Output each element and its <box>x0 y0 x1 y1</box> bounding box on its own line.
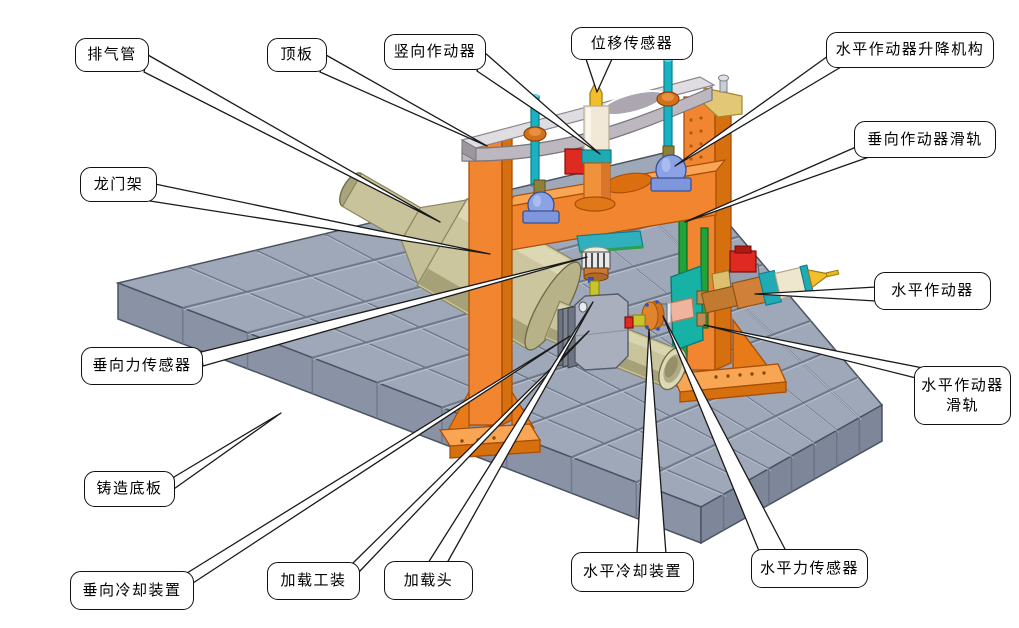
vertical-load-chain <box>557 230 644 371</box>
callout-vertical-force-sensor: 垂向力传感器 <box>81 347 203 385</box>
callout-cast-plate-label: 铸造底板 <box>96 479 163 498</box>
callout-exhaust-pipe: 排气管 <box>75 38 149 72</box>
plate-grid-line <box>635 375 859 484</box>
lift-mechanism-blocks <box>522 154 692 224</box>
callout-vertical-rail-label: 垂向作动器滑轨 <box>867 129 983 148</box>
leader-cast-plate <box>170 412 282 492</box>
callout-horizontal-force-sensor-label: 水平力传感器 <box>759 558 859 577</box>
plate-grid-line <box>186 265 725 496</box>
leader-lines <box>143 51 929 584</box>
horizontal-load-chain <box>624 297 695 331</box>
loading-fixture-plate <box>574 293 629 371</box>
callout-gantry: 龙门架 <box>80 167 157 202</box>
plate-grid-line <box>326 235 772 472</box>
callout-vertical-rail: 垂向作动器滑轨 <box>854 121 996 158</box>
callout-lift-mechanism: 水平作动器升降机构 <box>826 32 994 68</box>
callout-horizontal-force-sensor: 水平力传感器 <box>751 549 868 588</box>
callout-lift-mechanism-label: 水平作动器升降机构 <box>835 40 985 59</box>
callout-loading-fixture-label: 加载工装 <box>280 571 347 590</box>
horizontal-loading-rod <box>631 314 646 327</box>
callout-displacement-sensor: 位移传感器 <box>571 27 693 60</box>
callout-top-plate-label: 顶板 <box>280 45 314 64</box>
callout-top-plate: 顶板 <box>267 38 327 72</box>
vertical-actuator-model <box>564 79 616 212</box>
callout-vertical-actuator-label: 竖向作动器 <box>393 42 477 61</box>
plate-grid-line <box>188 268 726 497</box>
callout-vertical-force-sensor-label: 垂向力传感器 <box>92 356 192 375</box>
callout-gantry-label: 龙门架 <box>93 174 144 193</box>
callout-vertical-cooling-label: 垂向冷却装置 <box>82 580 182 599</box>
callout-cast-plate: 铸造底板 <box>84 471 175 507</box>
callout-horizontal-rail-label: 水平作动器滑轨 <box>921 376 1004 414</box>
plate-grid-line <box>636 378 859 485</box>
callout-vertical-cooling: 垂向冷却装置 <box>70 571 194 610</box>
callout-horizontal-cooling: 水平冷却装置 <box>571 552 694 592</box>
callout-loading-head: 加载头 <box>384 561 473 600</box>
callout-displacement-sensor-label: 位移传感器 <box>590 33 674 52</box>
leader-displacement-sensor <box>585 58 613 93</box>
callout-loading-head-label: 加载头 <box>403 570 454 589</box>
callout-exhaust-pipe-label: 排气管 <box>87 45 137 64</box>
callout-horizontal-rail: 水平作动器滑轨 <box>914 366 1011 425</box>
callout-horizontal-actuator-label: 水平作动器 <box>891 281 974 300</box>
callout-horizontal-actuator: 水平作动器 <box>874 272 991 310</box>
callout-loading-fixture: 加载工装 <box>267 562 360 600</box>
callout-vertical-actuator: 竖向作动器 <box>384 34 486 70</box>
callout-horizontal-cooling-label: 水平冷却装置 <box>582 562 682 581</box>
